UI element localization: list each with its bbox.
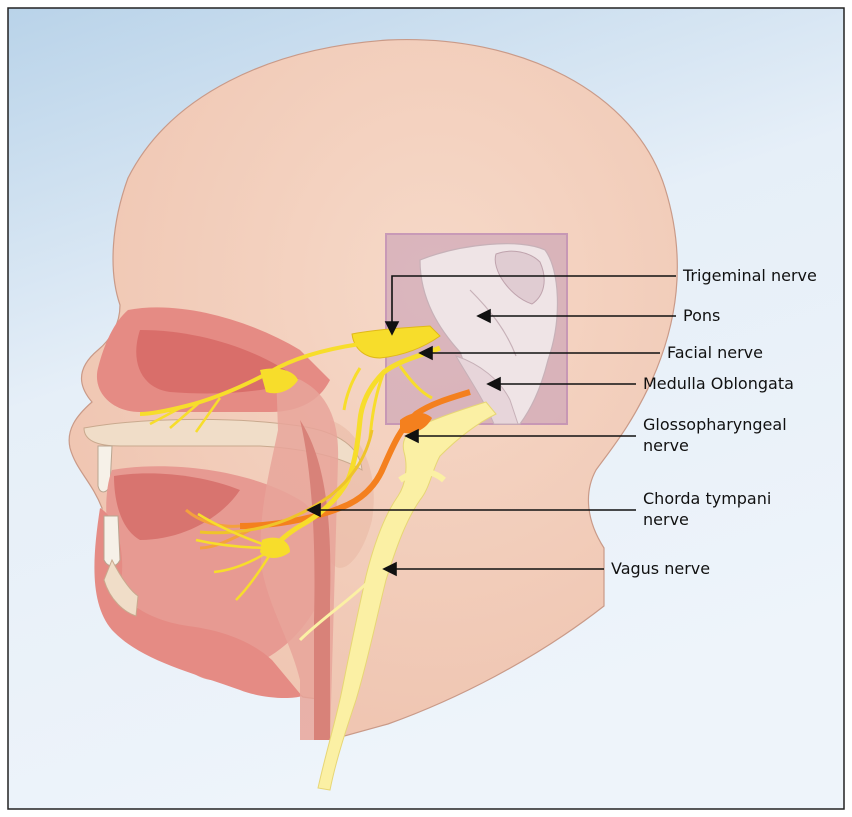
lower-teeth: [104, 516, 120, 566]
label-trigeminal-nerve: Trigeminal nerve: [683, 265, 817, 286]
label-chorda-tympani-nerve: Chorda tympani nerve: [643, 488, 771, 530]
label-facial-nerve: Facial nerve: [667, 342, 763, 363]
label-vagus-nerve: Vagus nerve: [611, 558, 710, 579]
label-pons: Pons: [683, 305, 720, 326]
label-glossopharyngeal-nerve: Glossopharyngeal nerve: [643, 414, 787, 456]
label-medulla-oblongata: Medulla Oblongata: [643, 373, 794, 394]
